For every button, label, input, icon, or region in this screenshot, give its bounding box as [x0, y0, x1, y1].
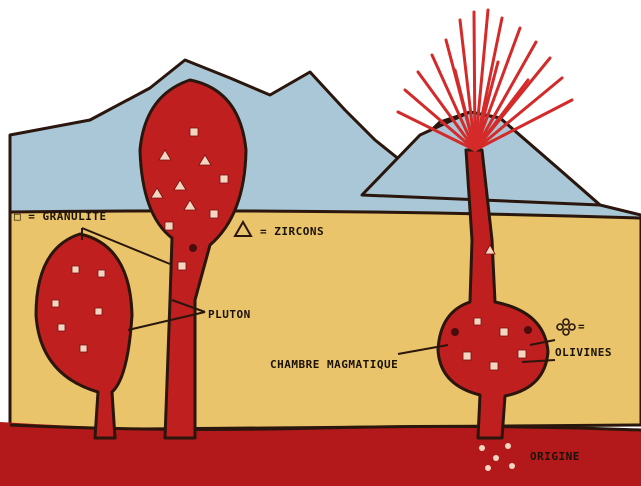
zircons-label: = ZIRCONS	[260, 225, 324, 238]
pluton-label: PLUTON	[208, 308, 251, 321]
granulite-label: □ = GRANULITE	[14, 210, 107, 223]
olivines-label: OLIVINES	[555, 346, 612, 359]
chamber-dark-spot	[524, 326, 532, 334]
olivines-equals-label: =	[578, 320, 585, 333]
chamber-dark-spot	[451, 328, 459, 336]
chamber-label: CHAMBRE MAGMATIQUE	[270, 358, 398, 371]
origin-label: ORIGINE	[530, 450, 580, 463]
pluton-dark-spot	[189, 244, 197, 252]
